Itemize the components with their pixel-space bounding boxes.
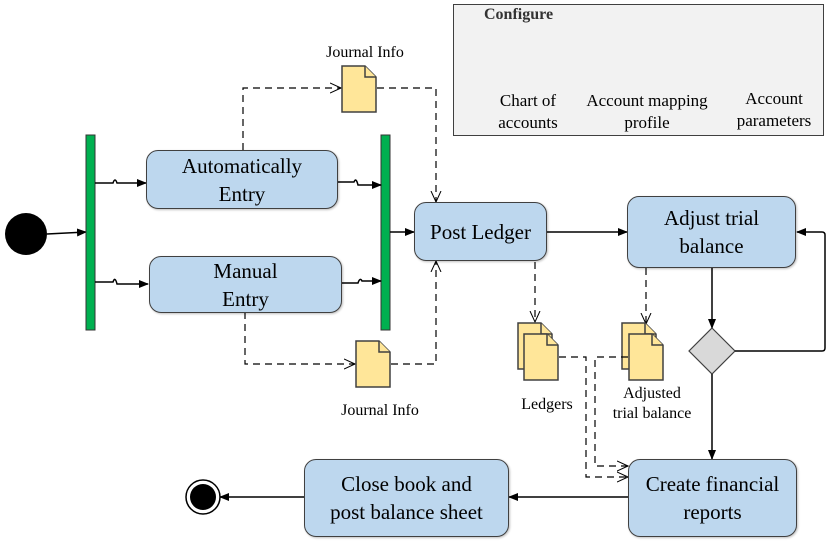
objectflow-journal-to-post-top <box>377 87 436 202</box>
flow-fork-to-manual <box>95 278 149 288</box>
config-account-mapping-label: Account mapping profile <box>586 91 708 132</box>
activity-label: Post Ledger <box>430 219 531 244</box>
journal-info-top-label: Journal Info <box>326 44 404 61</box>
journal-info-bottom-label: Journal Info <box>341 402 419 419</box>
config-account-parameters-label: Account parameters <box>736 89 812 130</box>
activity-label: Close book and post balance sheet <box>330 472 483 524</box>
objectflow-journal-to-post-bottom <box>391 261 436 365</box>
flow-fork-to-auto <box>95 179 147 187</box>
configure-panel <box>453 4 824 136</box>
flow-decision-loop-back <box>735 228 826 352</box>
objectflow-ledgers-to-reports <box>559 356 628 477</box>
configure-title: Configure <box>484 6 554 23</box>
journal-info-bottom-icon <box>355 340 391 388</box>
activity-label: Adjust trial balance <box>663 206 760 258</box>
activity-adjust-trial-balance[interactable]: Adjust trial balance <box>627 196 796 268</box>
activity-close-book[interactable]: Close book and post balance sheet <box>304 459 509 537</box>
final-node <box>185 479 221 515</box>
join-bar <box>380 134 391 331</box>
objectflow-adjusted-to-reports <box>594 356 628 466</box>
config-chart-of-accounts-label: Chart of accounts <box>498 91 558 132</box>
decision-node <box>688 327 736 375</box>
journal-info-top-icon <box>341 65 377 113</box>
objectflow-auto-to-journal <box>242 88 341 150</box>
adjusted-trial-balance-icon <box>621 322 664 381</box>
activity-label: Automatically Entry <box>181 153 303 206</box>
activity-create-financial-reports[interactable]: Create financial reports <box>628 459 797 537</box>
objectflow-manual-to-journal <box>244 312 355 364</box>
flow-start-to-fork <box>46 228 87 237</box>
fork-bar <box>85 134 96 331</box>
activity-label: Manual Entry <box>213 258 278 311</box>
activity-label: Create financial reports <box>645 472 780 524</box>
ledgers-icon <box>517 322 559 381</box>
ledgers-label: Ledgers <box>521 396 573 413</box>
initial-node <box>5 213 47 255</box>
activity-automatically-entry[interactable]: Automatically Entry <box>146 150 338 209</box>
flow-auto-to-join <box>338 179 382 189</box>
activity-post-ledger[interactable]: Post Ledger <box>414 202 547 261</box>
flow-manual-to-join <box>342 277 382 285</box>
activity-manual-entry[interactable]: Manual Entry <box>149 256 342 313</box>
adjusted-trial-balance-label: Adjusted trial balance <box>612 385 692 422</box>
